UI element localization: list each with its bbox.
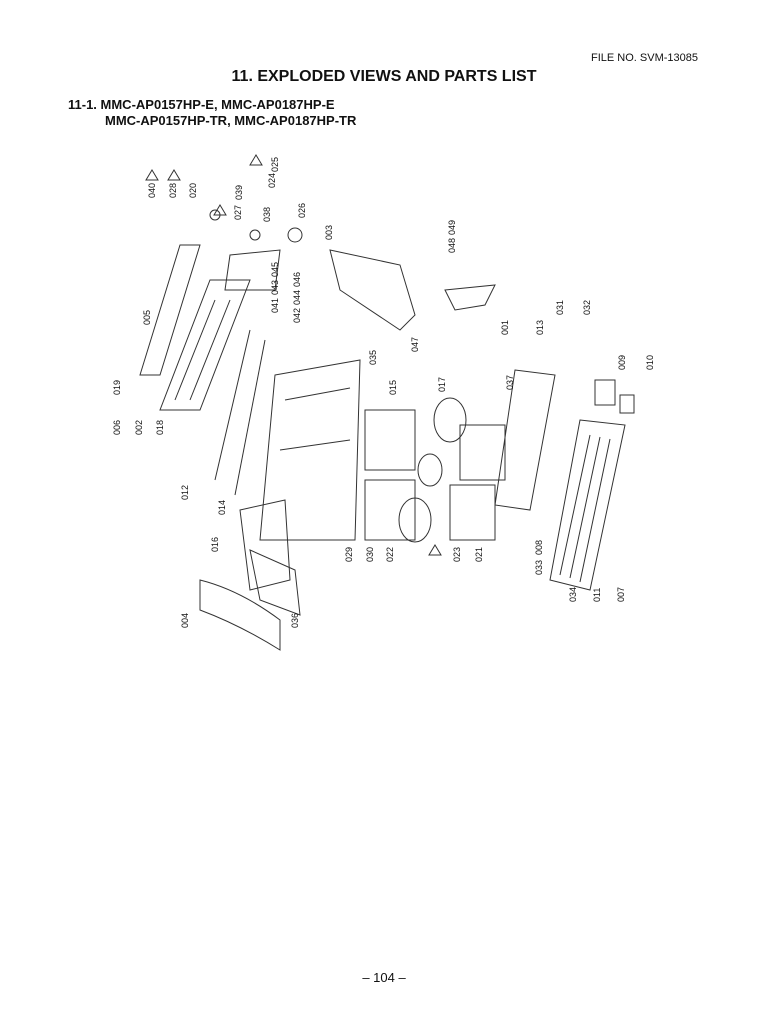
part-label: 039 [234,185,244,200]
subtitle-line-1: 11-1. MMC-AP0157HP-E, MMC-AP0187HP-E [68,97,335,112]
part-label: 016 [210,537,220,552]
part-bracket [239,499,291,591]
part-label: 030 [365,547,375,562]
part-heat-exchanger [159,279,251,411]
part-fan-upper [433,397,467,443]
part-label: 033 [534,560,544,575]
part-label: 001 [500,320,510,335]
section-subtitle: 11-1. MMC-AP0157HP-E, MMC-AP0187HP-E MMC… [68,97,356,129]
part-label: 011 [592,588,602,602]
part-label: 010 [645,355,655,370]
part-label: 032 [582,300,592,315]
part-label: 038 [262,207,272,222]
part-label: 044 [292,290,302,305]
part-label: 017 [437,377,447,392]
part-bottom-panel [494,369,556,511]
part-label: 019 [112,380,122,395]
part-label: 015 [388,380,398,395]
part-label: 005 [142,310,152,325]
warning-icon [213,204,227,216]
part-chassis [259,359,361,541]
diagram-parts [139,209,635,651]
page-title: 11. EXPLODED VIEWS AND PARTS LIST [231,68,537,85]
part-label: 029 [344,547,354,562]
part-label: 020 [188,183,198,198]
part-label: 018 [155,420,165,435]
part-label: 036 [290,613,300,628]
part-label: 026 [297,203,307,218]
exploded-view-diagram: 040 028 020 039 027 038 024 025 026 003 … [100,150,660,670]
part-label: 025 [270,157,280,172]
part-float-switch [287,227,303,243]
part-label: 035 [368,350,378,365]
file-number: FILE NO. SVM-13085 [591,52,698,64]
part-fan-casing-upper [364,409,416,471]
part-control-box [224,249,281,291]
part-front-panel [199,579,281,651]
part-label: 048 [447,238,457,253]
part-side-panel [139,244,201,376]
part-label: 028 [168,183,178,198]
part-label: 040 [147,183,157,198]
part-label: 045 [270,262,280,277]
exploded-view-svg: 040 028 020 039 027 038 024 025 026 003 … [112,154,655,651]
part-cover [619,394,635,414]
part-small-fitting [249,229,261,241]
part-pcb [594,379,616,406]
part-label: 023 [452,547,462,562]
part-label: 024 [267,173,277,188]
part-fan-casing-right-upper [459,424,506,481]
part-label: 008 [534,540,544,555]
part-label: 002 [134,420,144,435]
warning-icon [249,154,263,166]
warning-icon [167,169,181,181]
part-label: 006 [112,420,122,435]
part-label: 037 [505,375,515,390]
warning-icon [428,544,442,556]
part-label: 031 [555,300,565,315]
part-label: 007 [616,587,626,602]
part-label: 021 [474,547,484,562]
part-label: 027 [233,205,243,220]
part-label: 043 [270,280,280,295]
part-label: 034 [568,587,578,602]
part-label: 004 [180,613,190,628]
part-label: 003 [324,225,334,240]
part-fan-casing-right-lower [449,484,496,541]
part-label: 014 [217,500,227,515]
part-label: 022 [385,547,395,562]
warning-icon [145,169,159,181]
part-label: 046 [292,272,302,287]
part-top-casing [329,249,416,331]
subtitle-line-2: MMC-AP0157HP-TR, MMC-AP0187HP-TR [105,113,357,128]
part-sheet [444,284,496,311]
part-label: 013 [535,320,545,335]
part-label: 012 [180,485,190,500]
part-fan-casing-lower [364,479,416,541]
part-labels: 040 028 020 039 027 038 024 025 026 003 … [112,157,655,628]
part-air-grille [549,419,626,591]
part-label: 042 [292,308,302,323]
part-label: 047 [410,337,420,352]
part-label: 049 [447,220,457,235]
warning-marks [145,154,442,556]
page-number: – 104 – [362,970,406,985]
part-fan-motor [417,453,443,487]
part-fan-lower [398,497,432,543]
part-label: 009 [617,355,627,370]
part-label: 041 [270,298,280,313]
part-bracket-lower [249,549,301,616]
